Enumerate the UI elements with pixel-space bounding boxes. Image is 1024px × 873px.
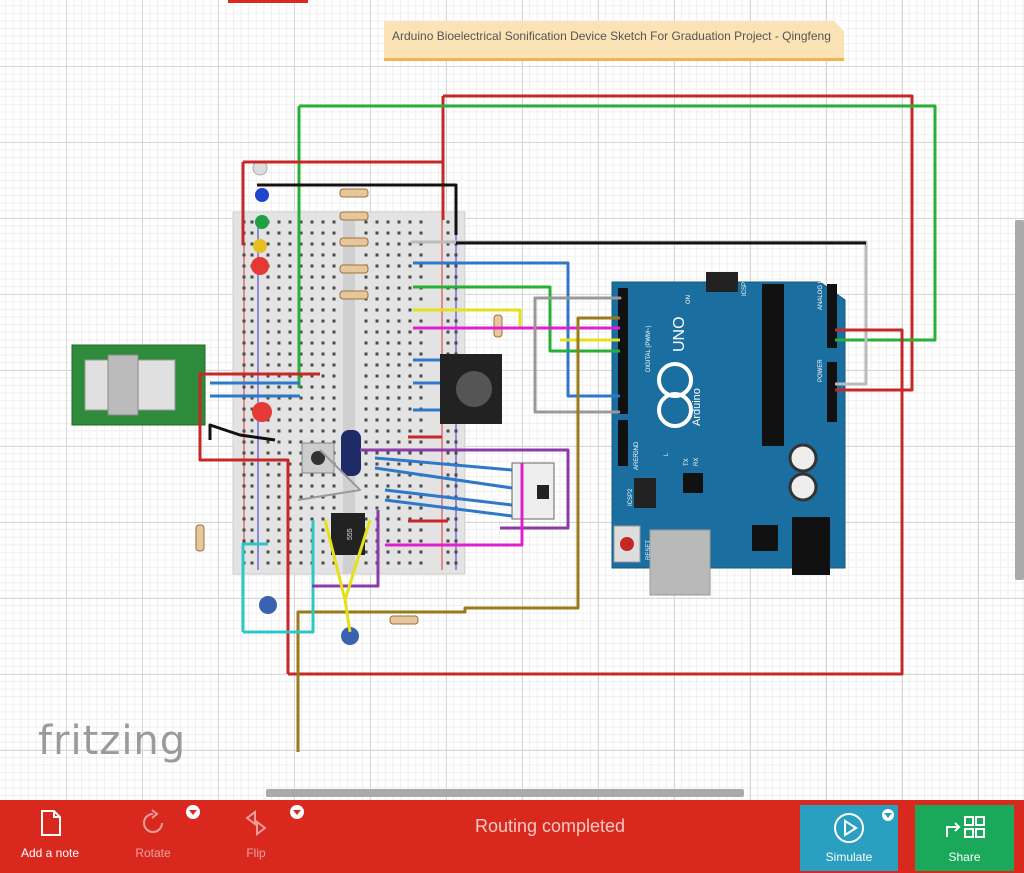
wires[interactable]	[198, 94, 937, 752]
audio-jack-hole	[537, 485, 549, 499]
add-note-button[interactable]: Add a note	[10, 800, 90, 873]
uno-logo-text: UNO	[671, 316, 688, 352]
red-led-single[interactable]	[252, 402, 272, 422]
reset-label: RESET	[646, 540, 652, 560]
icsp2-label: ICSP2	[628, 488, 634, 506]
ic-555-label: 555	[347, 528, 354, 540]
l-label: L	[664, 452, 670, 456]
potentiometer-module[interactable]	[71, 344, 206, 426]
tx-label: TX	[684, 458, 690, 466]
routing-status: Routing completed	[474, 816, 626, 836]
icsp-header	[706, 272, 738, 292]
pushbutton-cap	[311, 451, 325, 465]
fritzing-logo: fritzing	[38, 718, 187, 764]
bottom-toolbar: Add a note Rotate Flip Routing completed…	[0, 800, 1024, 873]
chip-small	[683, 473, 703, 493]
power-label: POWER	[818, 359, 824, 382]
flip-label: Flip	[246, 846, 266, 860]
icsp2-header	[634, 478, 656, 508]
reset-button-cap	[620, 537, 634, 551]
share-label: Share	[948, 850, 981, 864]
midi-din-socket	[456, 371, 492, 407]
led-stack[interactable]	[251, 160, 272, 422]
rotate-label: Rotate	[135, 846, 171, 860]
analog-label: ANALOG IN	[818, 277, 824, 310]
arduino-uno-board[interactable]: UNO Arduino DIGITAL (PWM~) ANALOG IN POW…	[611, 272, 846, 596]
simulate-play-icon	[832, 811, 866, 848]
horizontal-scrollbar[interactable]	[266, 789, 744, 797]
sketch-note[interactable]: Arduino Bioelectrical Sonification Devic…	[384, 21, 844, 61]
arduino-logo-right	[657, 362, 693, 398]
add-note-icon	[35, 808, 65, 841]
share-icon	[943, 813, 987, 846]
ceramic-capacitor-1[interactable]	[259, 596, 277, 614]
gnd-label: GND	[634, 441, 640, 455]
add-note-label: Add a note	[20, 846, 80, 860]
simulate-label: Simulate	[825, 850, 873, 864]
vertical-scrollbar[interactable]	[1015, 220, 1024, 580]
flip-icon	[241, 808, 271, 841]
usb-port	[649, 529, 711, 596]
on-label: ON	[686, 295, 692, 304]
arduino-brand-text: Arduino	[691, 388, 703, 426]
digital-label: DIGITAL (PWM~)	[646, 325, 652, 372]
flip-dropdown-icon[interactable]	[290, 805, 304, 819]
simulate-button[interactable]: Simulate	[800, 805, 898, 871]
share-button[interactable]: Share	[915, 805, 1014, 871]
aref-label: AREF	[634, 454, 640, 470]
capacitor-2	[788, 472, 818, 502]
note-text: Arduino Bioelectrical Sonification Devic…	[392, 29, 831, 43]
top-indicator	[228, 0, 308, 3]
electrolytic-capacitor[interactable]	[341, 430, 361, 476]
power-jack	[792, 517, 830, 575]
circuit-schematic[interactable]: UNO Arduino DIGITAL (PWM~) ANALOG IN POW…	[0, 0, 1024, 800]
rotate-icon	[138, 808, 168, 841]
capacitor-1	[788, 443, 818, 473]
breadboard-channel	[343, 212, 355, 574]
voltage-regulator	[752, 525, 778, 551]
resistors[interactable]	[195, 188, 503, 625]
simulate-dropdown-icon[interactable]	[882, 809, 894, 821]
note-fold	[834, 21, 844, 31]
flip-button[interactable]: Flip	[218, 800, 294, 873]
icsp-label: ICSP	[742, 282, 748, 296]
breadboard-canvas[interactable]: Arduino Bioelectrical Sonification Devic…	[0, 0, 1024, 800]
rx-label: RX	[694, 458, 700, 466]
ic-555-chip[interactable]	[331, 513, 365, 555]
ceramic-capacitor-2[interactable]	[341, 627, 359, 645]
rotate-dropdown-icon[interactable]	[186, 805, 200, 819]
rotate-button[interactable]: Rotate	[115, 800, 191, 873]
